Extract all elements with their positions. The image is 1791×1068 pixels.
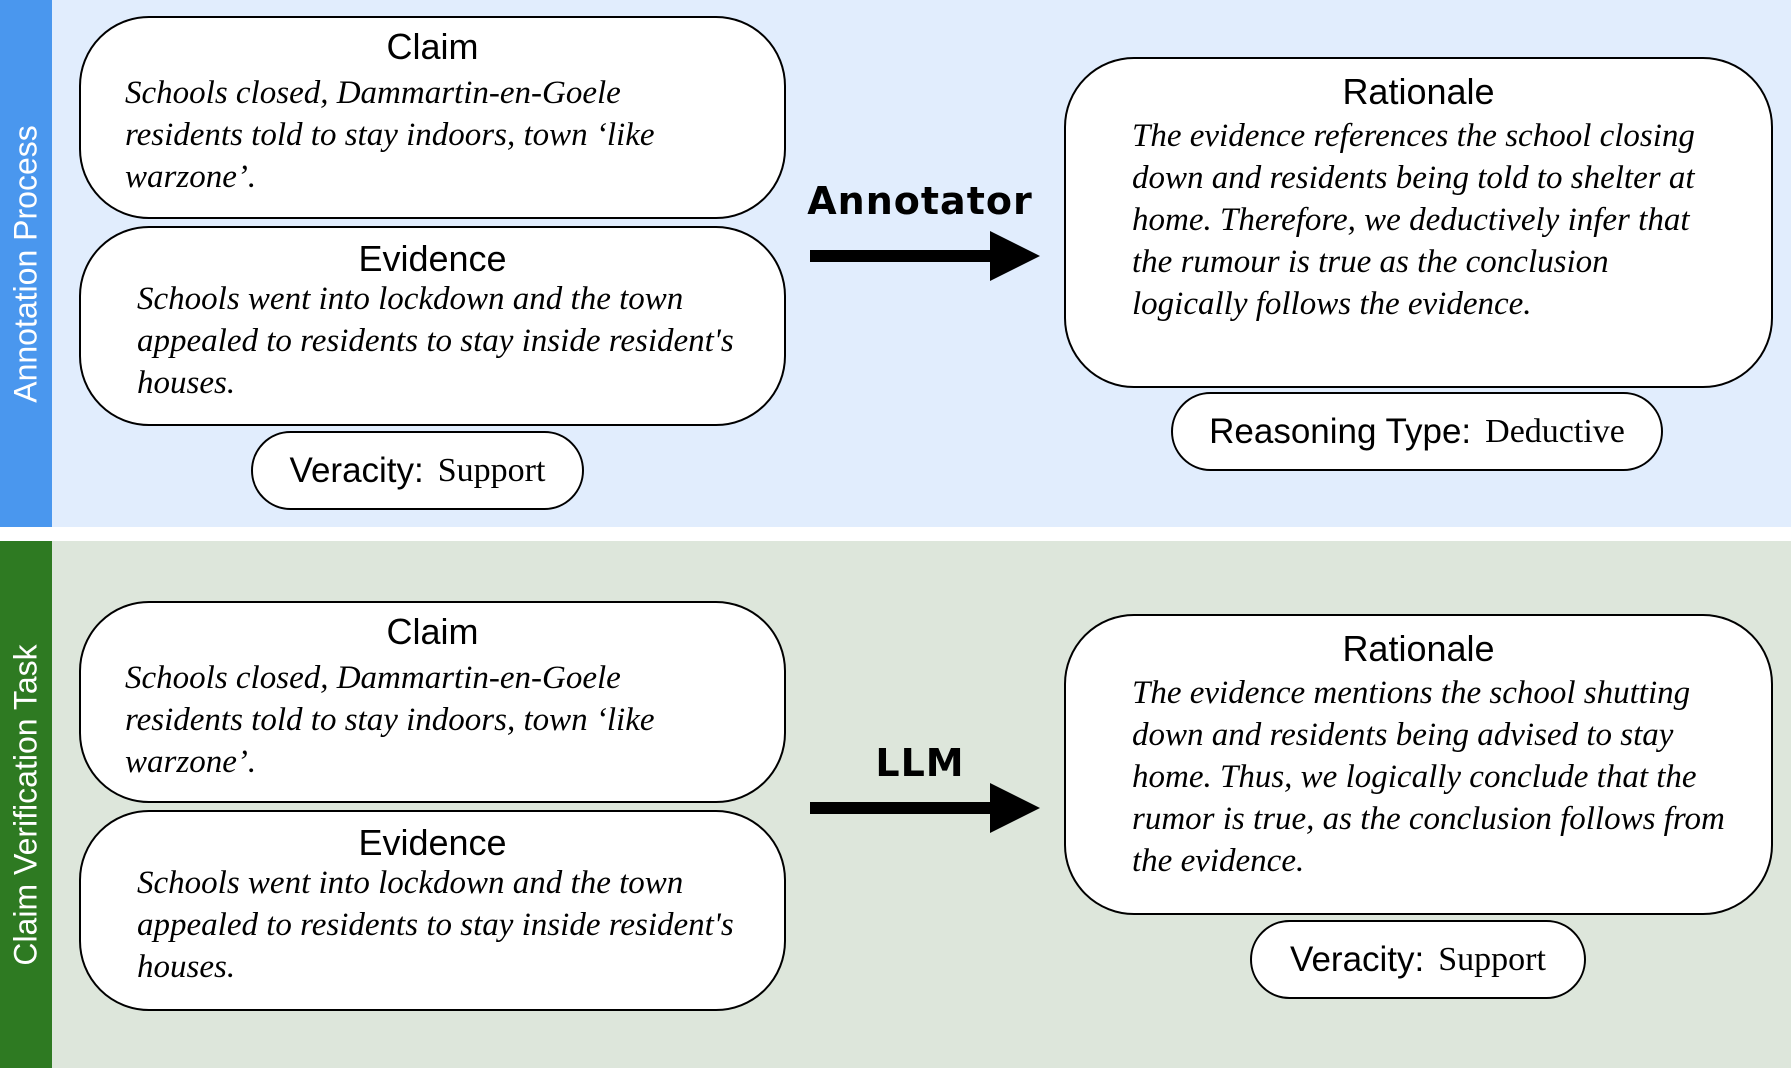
annotator-label: Annotator [807,179,1033,223]
rationale-text: The evidence mentions the school shuttin… [1132,675,1725,879]
llm-label: LLM [875,741,965,785]
reasoning-type-value: Deductive [1485,412,1625,450]
annotation-process-sidebar: Annotation Process [0,0,52,527]
veracity-pill: Veracity: Support [1250,920,1586,999]
veracity-label: Veracity: [289,450,424,490]
evidence-title: Evidence [358,238,507,279]
evidence-text: Schools went into lockdown and the town … [137,281,734,401]
annotation-process-label: Annotation Process [7,124,44,403]
reasoning-type-pill: Reasoning Type: Deductive [1171,392,1663,471]
claim-text: Schools closed, Dammartin-en-Goele resid… [125,75,655,195]
claim-box: Claim Schools closed, Dammartin-en-Goele… [79,16,786,219]
evidence-box: Evidence Schools went into lockdown and … [79,810,786,1011]
rationale-title: Rationale [1342,628,1495,669]
rationale-text: The evidence references the school closi… [1132,118,1695,322]
veracity-value: Support [437,451,546,489]
claim-box: Claim Schools closed, Dammartin-en-Goele… [79,601,786,803]
reasoning-type-label: Reasoning Type: [1209,411,1472,451]
claim-verification-sidebar: Claim Verification Task [0,541,52,1068]
veracity-label: Veracity: [1290,939,1425,979]
claim-text: Schools closed, Dammartin-en-Goele resid… [125,660,655,780]
annotator-arrow-icon [810,231,1040,281]
annotation-process-panel: Annotation Process Claim Schools closed,… [0,0,1791,527]
claim-verification-label: Claim Verification Task [7,643,44,966]
llm-arrow-icon [810,783,1040,833]
evidence-text: Schools went into lockdown and the town … [137,865,734,985]
rationale-box: Rationale The evidence references the sc… [1064,57,1773,388]
veracity-value: Support [1438,940,1546,978]
evidence-title: Evidence [358,822,507,863]
rationale-box: Rationale The evidence mentions the scho… [1064,614,1773,915]
evidence-box: Evidence Schools went into lockdown and … [79,226,786,426]
claim-verification-panel: Claim Verification Task Claim Schools cl… [0,541,1791,1068]
claim-title: Claim [386,611,479,652]
rationale-title: Rationale [1342,71,1495,112]
claim-title: Claim [386,26,479,67]
veracity-pill: Veracity: Support [251,431,584,510]
